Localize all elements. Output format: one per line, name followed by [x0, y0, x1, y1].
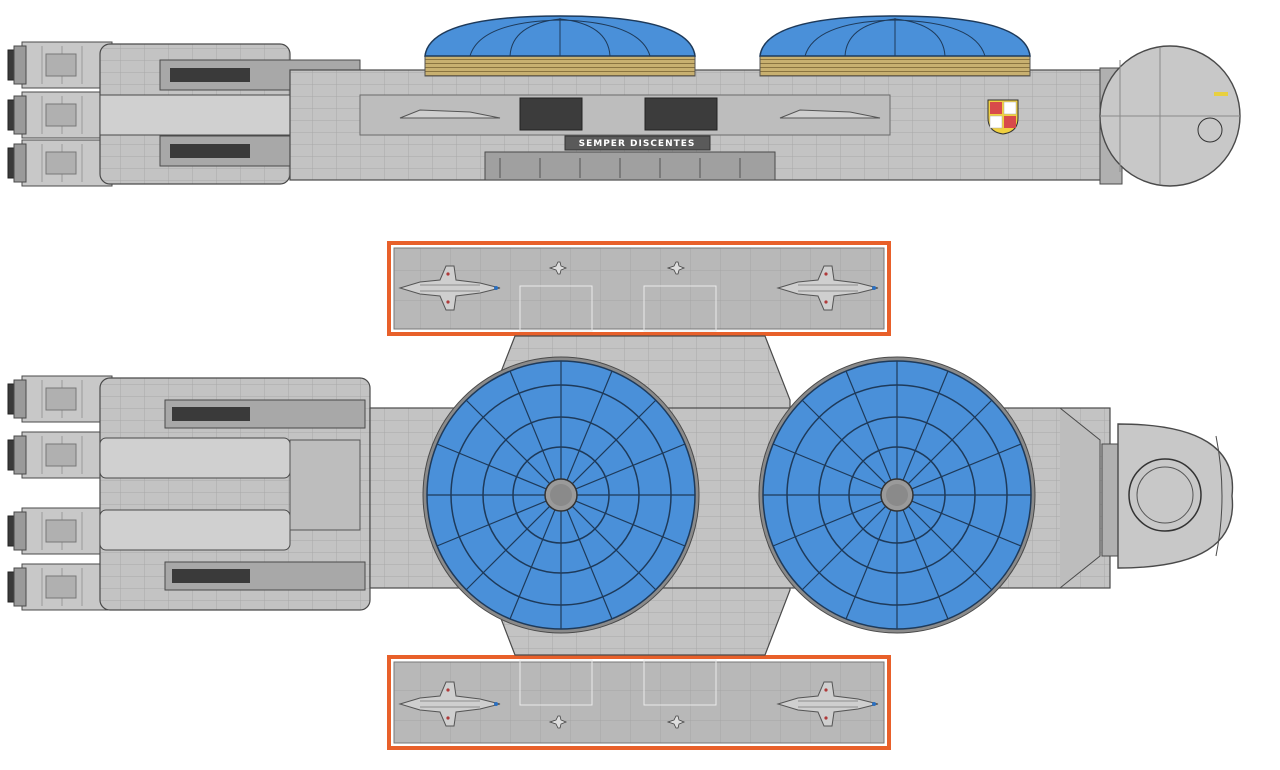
- crest-emblem: [987, 99, 1019, 135]
- top-view: [7, 241, 1234, 750]
- side-dome-left: [424, 15, 696, 77]
- flight-deck-upper: [387, 241, 891, 336]
- side-view: SEMPER DISCENTES: [7, 15, 1241, 187]
- flight-deck-lower: [387, 655, 891, 750]
- top-dome-right: [758, 356, 1036, 634]
- top-engine-block: [7, 375, 371, 611]
- top-dome-left: [422, 356, 700, 634]
- side-fighter-right: [779, 109, 881, 119]
- side-command-sphere: [1099, 45, 1241, 187]
- side-fighter-left: [399, 109, 501, 119]
- hull-name-text: SEMPER DISCENTES: [579, 139, 696, 149]
- side-dome-right: [759, 15, 1031, 77]
- hull-name-plate: SEMPER DISCENTES: [564, 135, 711, 151]
- top-command-module: [1101, 423, 1234, 569]
